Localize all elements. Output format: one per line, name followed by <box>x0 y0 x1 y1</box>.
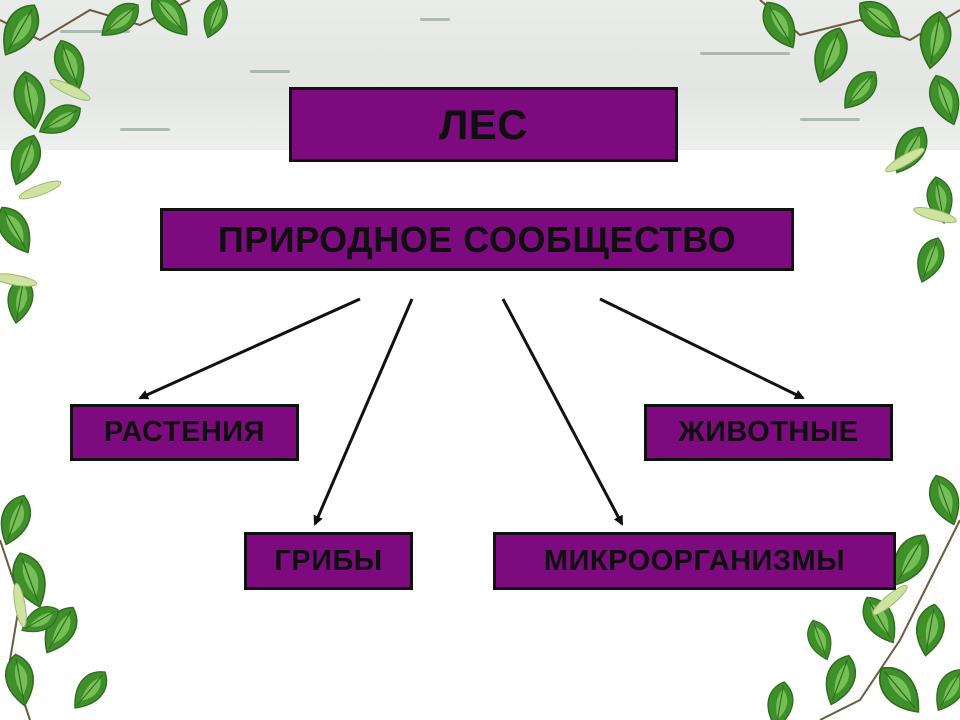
catkin-icon <box>18 180 62 200</box>
birch-leaf-icon <box>928 74 960 126</box>
node-animals: ЖИВОТНЫЕ <box>644 404 893 461</box>
birch-leaf-icon <box>893 534 930 586</box>
birch-leaf-icon <box>38 104 81 134</box>
node-fungi-label: ГРИБЫ <box>274 544 383 577</box>
arrow-to-plants <box>138 297 361 400</box>
birch-leaf-icon <box>53 39 85 91</box>
node-microorganisms-label: МИКРООРГАНИЗМЫ <box>543 544 846 577</box>
birch-leaf-icon <box>74 671 108 709</box>
catkin-icon <box>885 147 925 173</box>
node-root-label: ЛЕС <box>438 100 529 148</box>
birch-leaf-icon <box>3 4 40 56</box>
catkin-icon <box>913 207 957 223</box>
birch-leaf-icon <box>767 681 794 720</box>
birch-leaf-icon <box>21 606 59 633</box>
birch-leaf-icon <box>13 70 46 130</box>
birch-leaf-icon <box>101 2 139 36</box>
birch-leaf-icon <box>844 71 878 109</box>
birch-leaf-icon <box>936 669 960 712</box>
birch-leaf-icon <box>10 134 42 186</box>
node-plants-label: РАСТЕНИЯ <box>104 416 265 448</box>
node-plants: РАСТЕНИЯ <box>70 404 299 461</box>
twig <box>819 519 960 720</box>
birch-leaf-icon <box>0 494 32 546</box>
node-subtitle: ПРИРОДНОЕ СООБЩЕСТВО <box>160 208 794 271</box>
node-animals-label: ЖИВОТНЫЕ <box>678 416 859 448</box>
catkin-icon <box>872 584 908 616</box>
node-subtitle-label: ПРИРОДНОЕ СООБЩЕСТВО <box>217 218 737 260</box>
birch-leaf-icon <box>917 237 945 283</box>
birch-leaf-icon <box>203 0 228 39</box>
catkin-icon <box>49 79 91 101</box>
birch-leaf-icon <box>12 552 46 609</box>
birch-leaf-icon <box>814 27 848 84</box>
birch-leaf-icon <box>879 666 920 713</box>
arrow-to-animals <box>599 297 805 400</box>
birch-leaf-icon <box>807 619 832 661</box>
node-microorganisms: МИКРООРГАНИЗМЫ <box>493 532 896 590</box>
birch-leaf-icon <box>825 654 857 706</box>
birch-leaf-icon <box>151 0 188 36</box>
birch-leaf-icon <box>859 1 901 38</box>
catkin-icon <box>13 582 27 628</box>
arrow-to-microorganisms <box>501 298 624 526</box>
birch-leaf-icon <box>916 603 946 657</box>
birch-leaf-icon <box>919 10 952 70</box>
birch-leaf-icon <box>928 474 960 526</box>
birch-leaf-icon <box>0 206 31 254</box>
birch-leaf-icon <box>762 1 796 49</box>
catkin-icon <box>0 273 38 287</box>
node-fungi: ГРИБЫ <box>244 532 413 590</box>
arrow-to-fungi <box>313 298 414 526</box>
node-root: ЛЕС <box>289 87 678 162</box>
birch-leaf-icon <box>4 653 34 707</box>
